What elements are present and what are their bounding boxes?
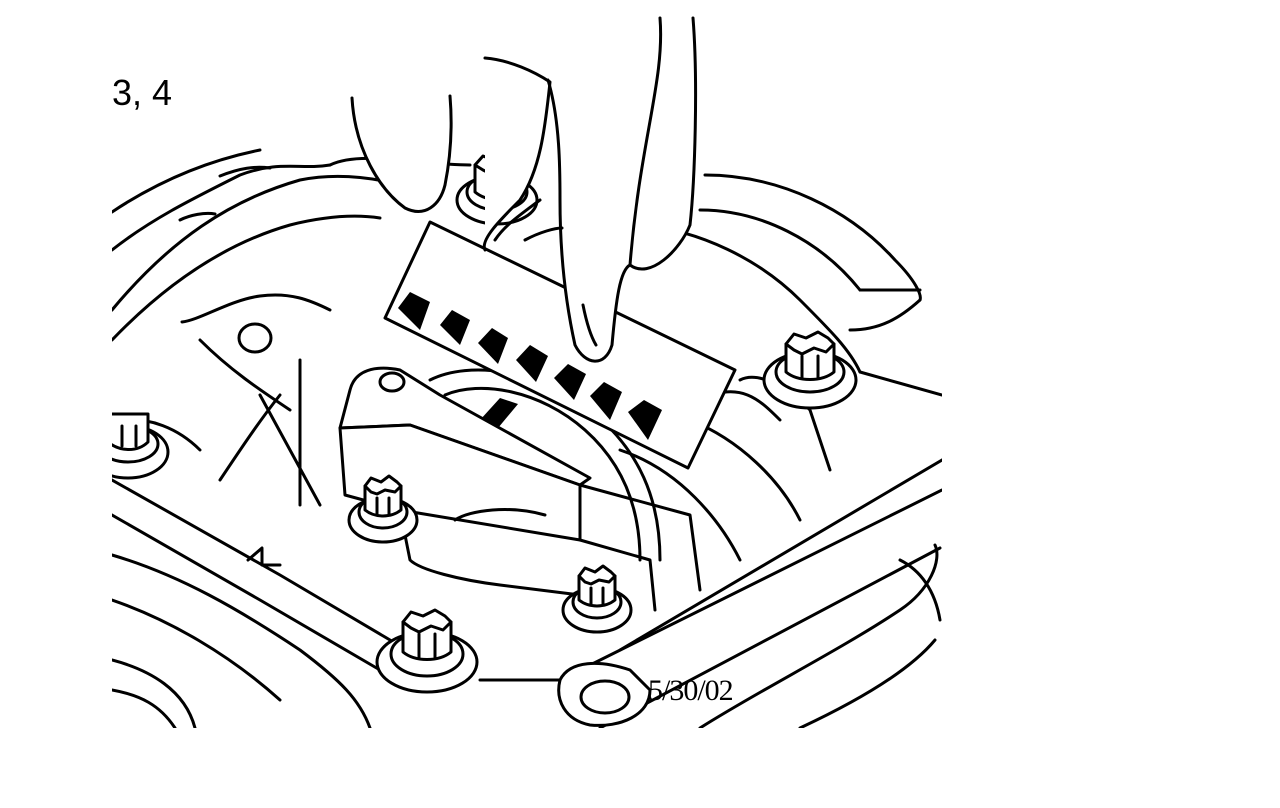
- bolt: [112, 412, 170, 480]
- drawing-date-label: 5/30/02: [648, 674, 734, 707]
- bolt: [375, 608, 479, 694]
- oil-passage-boss: [478, 661, 652, 727]
- bolt: [347, 474, 419, 544]
- cylinder-head-housing: [112, 148, 942, 728]
- bolt: [762, 330, 858, 410]
- connecting-rod-cap: [338, 366, 702, 612]
- bolt: [561, 564, 633, 634]
- step-number-label: 3, 4: [112, 72, 173, 113]
- technician-hand: [350, 16, 698, 363]
- plastigage-scale-card: [383, 220, 737, 470]
